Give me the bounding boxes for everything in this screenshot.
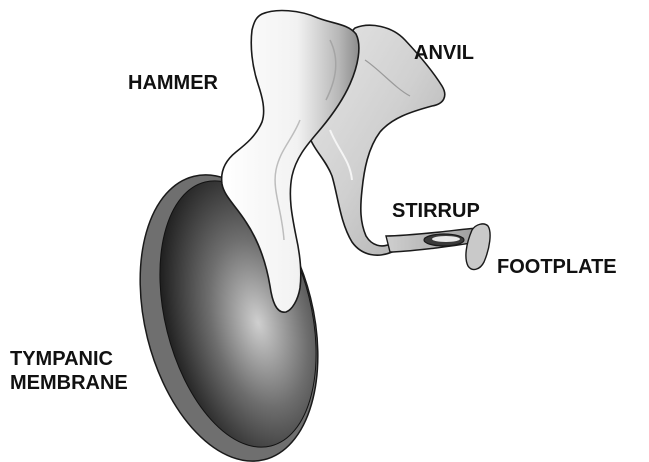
footplate-label: FOOTPLATE <box>497 255 617 279</box>
anvil-label: ANVIL <box>414 41 474 65</box>
tympanic-membrane-label-line2: MEMBRANE <box>10 371 128 395</box>
tympanic-membrane <box>112 156 346 462</box>
stirrup-label: STIRRUP <box>392 199 480 223</box>
tympanic-membrane-label: TYMPANIC MEMBRANE <box>10 347 128 395</box>
hammer-label: HAMMER <box>128 71 218 95</box>
tympanic-membrane-label-line1: TYMPANIC <box>10 347 128 371</box>
